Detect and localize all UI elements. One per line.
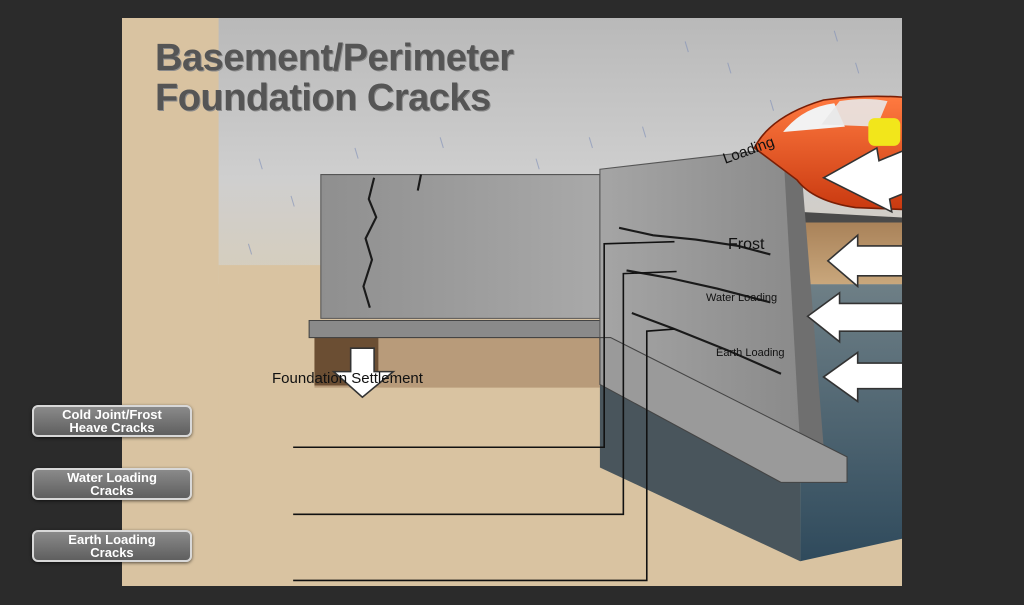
leader-lines [293,240,677,582]
earth-loading-label: Earth Loading [716,347,785,359]
wall-edge [783,147,824,447]
title-line-2: Foundation Cracks [155,77,491,119]
vertical-crack [362,177,378,309]
cold-joint-crack [618,226,771,256]
foundation-scene [218,18,902,586]
settlement-label: Foundation Settlement [272,370,423,387]
diagram-frame [122,18,902,586]
left-wall [320,174,601,319]
wet-soil-block [800,284,902,562]
water-loading-label: Water Loading [706,292,778,304]
frost-label: Frost [728,236,765,253]
loading-arrow [821,146,902,214]
settlement-arrow [331,347,396,399]
earth-loading-crack [631,312,782,375]
left-footing [308,319,612,339]
page-title: Basement/Perimeter Foundation Cracks [155,38,514,118]
earth-loading-arrow [822,350,902,404]
wall-cracks [362,174,782,375]
title-line-1: Basement/Perimeter [155,37,514,79]
right-footing [599,337,848,483]
water-loading-crack [626,269,771,304]
frost-arrow [826,233,902,289]
water-loading-arrow [806,291,902,344]
top-crack [416,174,423,191]
rain [247,30,860,255]
